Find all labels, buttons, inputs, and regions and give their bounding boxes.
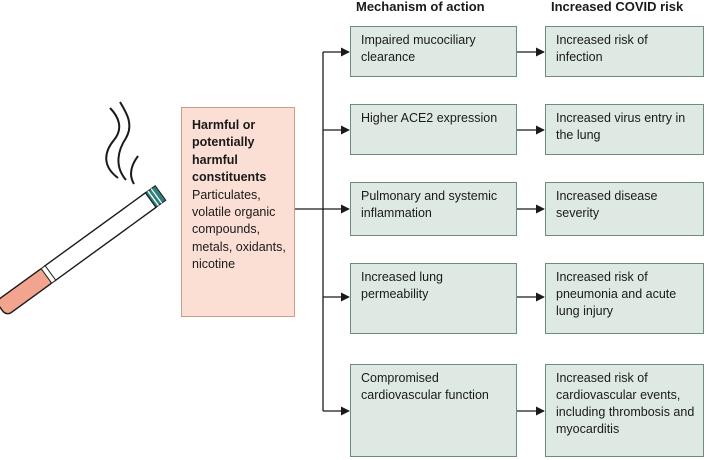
harmful-constituents-list: Particulates, volatile organic compounds… xyxy=(192,187,286,272)
risk-box-infection: Increased risk of infection xyxy=(545,26,704,77)
risk-column-header: Increased COVID risk xyxy=(551,0,684,14)
risk-box-severity: Increased disease severity xyxy=(545,182,704,236)
mechanism-box-ace2: Higher ACE2 expression xyxy=(350,104,517,155)
ash-stripe-2 xyxy=(150,188,163,204)
mechanism-box-cardiovascular: Compromised cardiovascular function xyxy=(350,364,517,457)
cigarette-with-smoke-icon xyxy=(0,101,167,315)
harmful-constituents-box: Harmful or potentially harmful constitue… xyxy=(181,107,295,317)
harmful-constituents-title: Harmful or potentially harmful constitue… xyxy=(192,118,267,185)
ash-stripe-1 xyxy=(147,190,160,206)
smoke-wisp-right xyxy=(130,155,139,185)
risk-box-virus-entry: Increased virus entry in the lung xyxy=(545,104,704,155)
smoke-wisp-middle xyxy=(117,101,131,181)
mechanism-column-header: Mechanism of action xyxy=(356,0,485,14)
risk-box-pneumonia: Increased risk of pneumonia and acute lu… xyxy=(545,263,704,334)
risk-box-cardiovascular-events: Increased risk of cardiovascular events,… xyxy=(545,364,704,457)
mechanism-box-inflammation: Pulmonary and systemic inflammation xyxy=(350,182,517,236)
smoke-wisp-left xyxy=(105,107,121,179)
mechanism-box-mucociliary: Impaired mucociliary clearance xyxy=(350,26,517,77)
mechanism-box-permeability: Increased lung permeability xyxy=(350,263,517,334)
cigarette-band xyxy=(40,264,57,284)
